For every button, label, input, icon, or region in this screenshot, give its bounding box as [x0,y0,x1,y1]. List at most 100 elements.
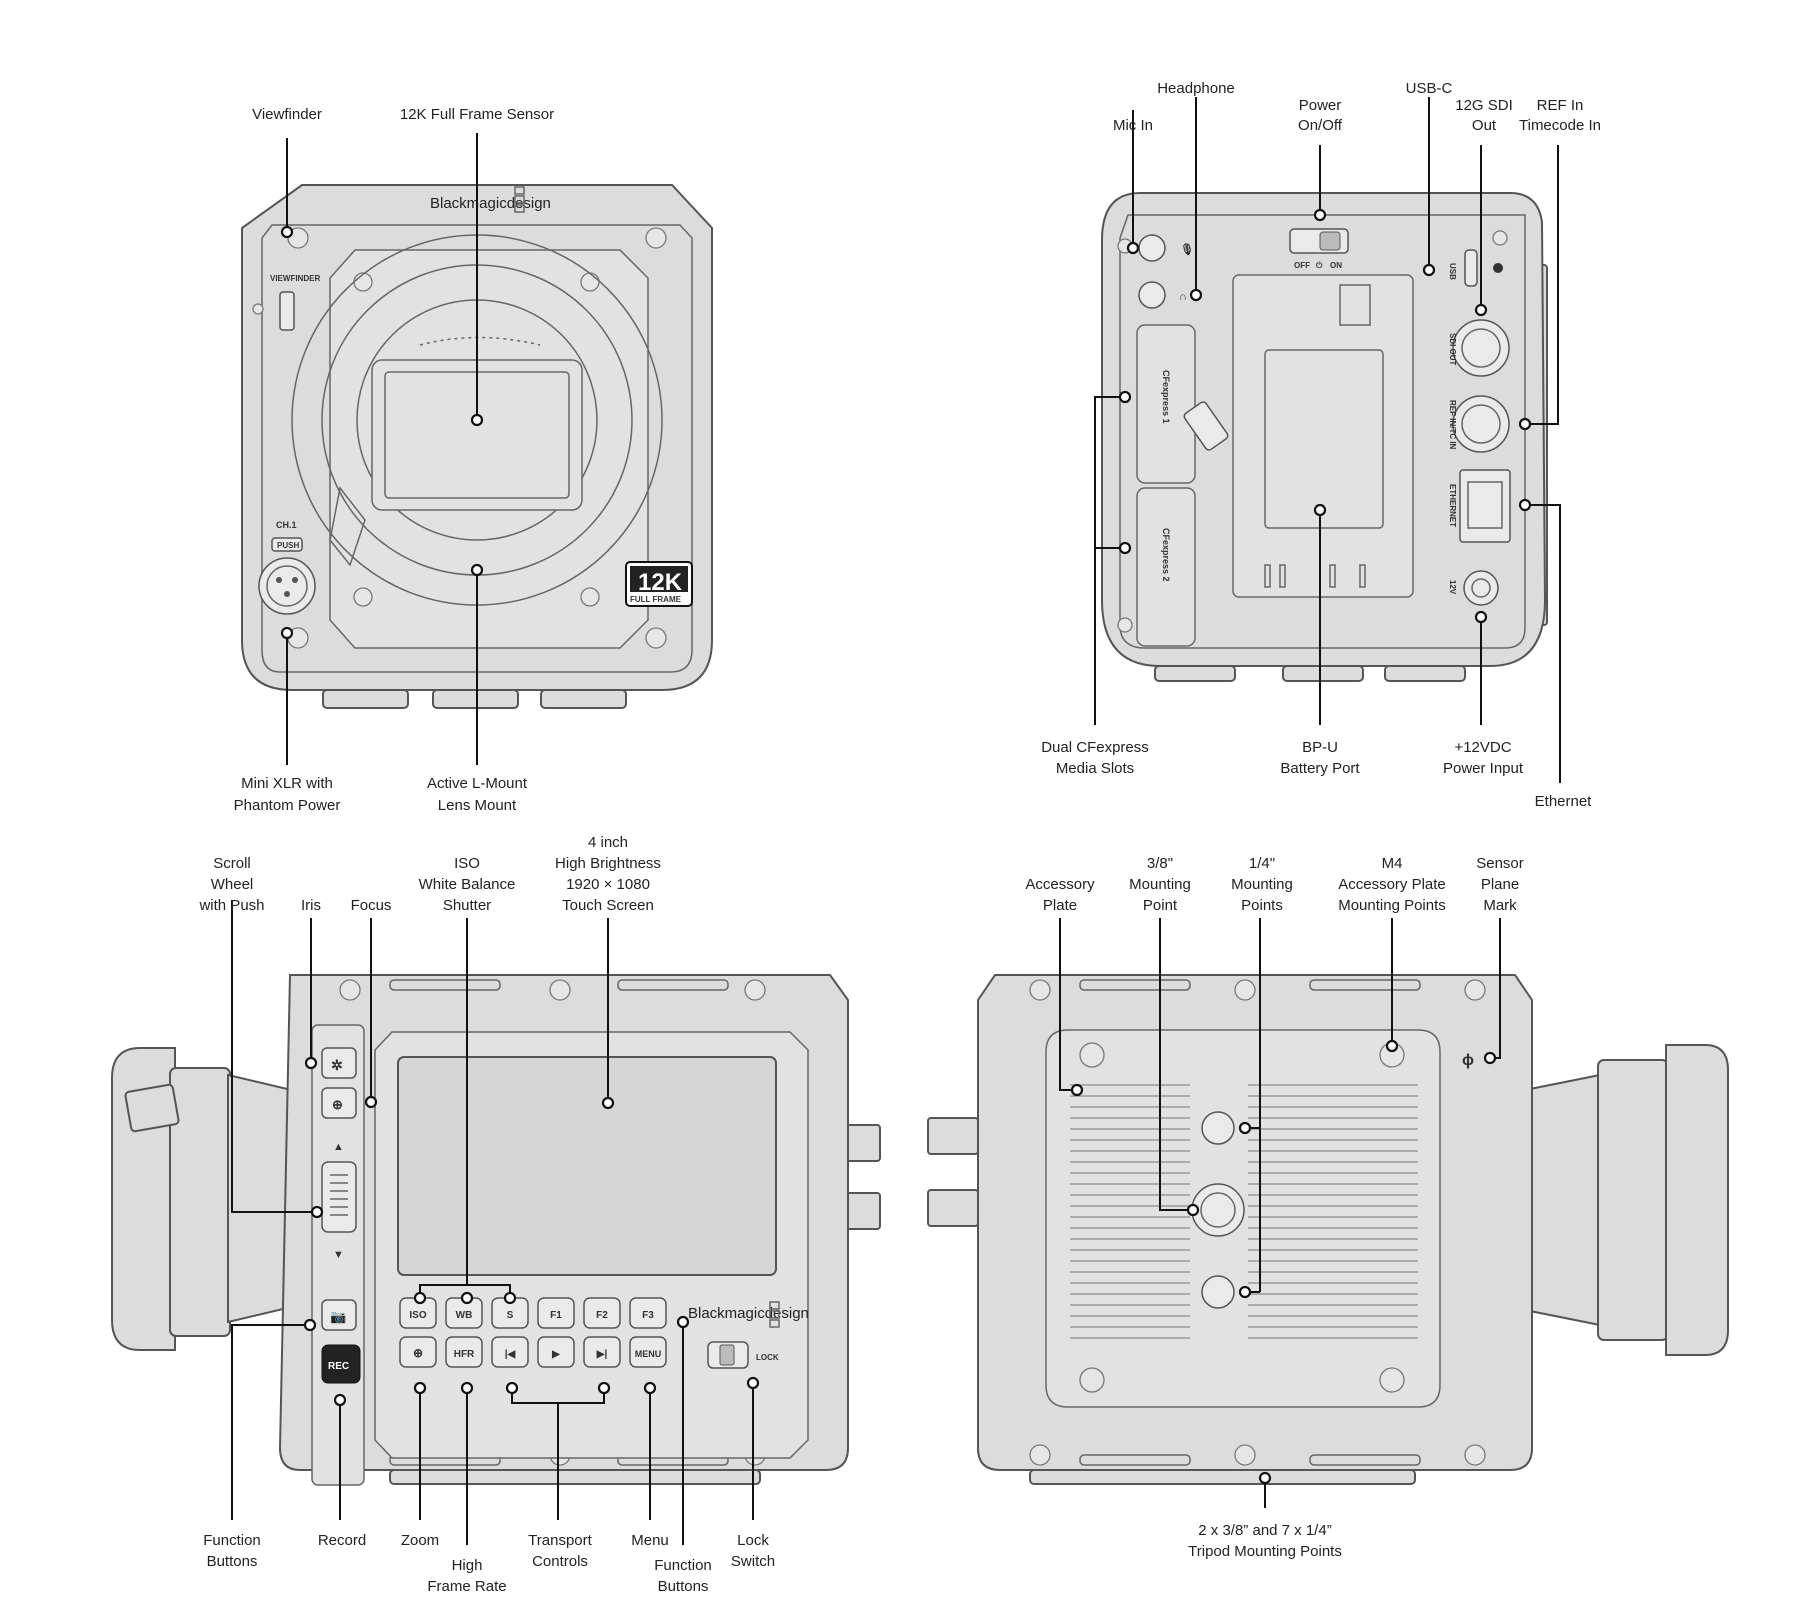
cfexpress-1-callout-dot [1118,390,1132,404]
f2-button[interactable] [583,1297,621,1329]
headphone-jack [1138,281,1166,309]
lens-mount-label-line1: Active L-Mount [427,775,528,792]
lock-label-line2: Switch [731,1553,775,1570]
record-label: Record [318,1532,366,1549]
skip-forward-button[interactable] [583,1336,621,1368]
mic-in-label: Mic In [1113,117,1153,134]
zoom-icon: ⊕ [413,1346,423,1360]
svg-text:F1: F1 [550,1310,562,1321]
ch1-label: CH.1 [276,520,297,530]
menu-button[interactable] [629,1336,667,1368]
switch-off-label: OFF [1294,261,1310,270]
usb-port-label: USB [1448,263,1457,280]
touch-screen[interactable] [397,1056,777,1276]
ref-in-callout-dot [1518,417,1532,431]
front-view: Blackmagicdesign VIEWFINDER CH.1 PUSH [234,106,713,814]
lock-label: LOCK [756,1353,779,1362]
hfr-button[interactable] [445,1336,483,1368]
ethernet-port-label: ETHERNET [1448,484,1457,527]
scroll-up-arrow-icon: ▲ [333,1141,344,1153]
m38-label-line1: 3/8" [1147,855,1173,872]
function-right-label-line2: Buttons [658,1578,709,1595]
screw-icon [1234,1444,1256,1466]
hfr-label-line2: Frame Rate [427,1578,506,1595]
sensor-plane-label-line3: Mark [1483,897,1517,914]
tripod-callout-dot [1258,1471,1272,1485]
menu-label: Menu [631,1532,669,1549]
screw-icon [744,979,766,1001]
m4-callout-dot [1385,1039,1399,1053]
m14-label-line2: Mounting [1231,876,1293,893]
menu-callout-dot [643,1381,657,1395]
screw-icon [1029,979,1051,1001]
scroll-callout-dot [310,1205,324,1219]
sdi-label-line2: Out [1472,117,1497,134]
iris-button[interactable] [321,1047,357,1079]
viewfinder-port-label: VIEWFINDER [270,274,320,283]
f1-button[interactable] [537,1297,575,1329]
svg-text:WB: WB [456,1310,473,1321]
hfr-label-line1: High [452,1557,483,1574]
focus-label: Focus [351,897,392,914]
function-left-label-line1: Function [203,1532,261,1549]
sensor-plane-label-line2: Plane [1481,876,1519,893]
ref-label-line2: Timecode In [1519,117,1601,134]
m14-label-line3: Points [1241,897,1283,914]
scroll-label-line1: Scroll [213,855,251,872]
m38-label-line3: Point [1143,897,1178,914]
record-button[interactable] [321,1344,361,1384]
iso-label-line3: Shutter [443,897,491,914]
f3-button[interactable] [629,1297,667,1329]
screw-icon [353,587,373,607]
left-side-logo-text: Blackmagicdesign [688,1305,809,1322]
sdi-label-line1: 12G SDI [1455,97,1513,114]
scroll-down-arrow-icon: ▼ [333,1249,344,1261]
scroll-wheel[interactable] [321,1161,357,1233]
skip-forward-callout-dot [597,1381,611,1395]
usb-c-callout-dot [1422,263,1436,277]
right-side-lens [1524,1073,1601,1327]
power-label-line1: Power [1299,97,1342,114]
skip-forward-icon: ▶| [596,1349,608,1360]
lens-mount-callout-dot [470,563,484,577]
focus-button[interactable] [321,1087,357,1119]
accessory-plate-callout-dot [1070,1083,1084,1097]
plate-label-line2: Plate [1043,897,1077,914]
play-button[interactable] [537,1336,575,1368]
tripod-label-line1: 2 x 3/8” and 7 x 1/4” [1198,1522,1331,1539]
m38-label-line2: Mounting [1129,876,1191,893]
usb-c-label: USB-C [1406,80,1453,97]
front-logo-text: Blackmagicdesign [430,195,551,212]
zoom-callout-dot [413,1381,427,1395]
transport-label-line1: Transport [528,1532,592,1549]
zoom-label: Zoom [401,1532,439,1549]
m14-label-line1: 1/4" [1249,855,1275,872]
screw-icon [1029,1444,1051,1466]
lock-callout-dot [746,1376,760,1390]
screen-label-line4: Touch Screen [562,897,654,914]
button-row-2: ⊕ HFR |◀ ▶ ▶| MENU [399,1336,667,1368]
tripod-label-line2: Tripod Mounting Points [1188,1543,1342,1560]
screw-icon [580,272,600,292]
screw-icon [1464,979,1486,1001]
function-left-callout-dot [303,1318,317,1332]
power-symbol-icon: ⏻ [1316,261,1323,270]
iris-label: Iris [301,897,321,914]
record-callout-dot [333,1393,347,1407]
zoom-button[interactable] [399,1336,437,1368]
12k-badge: 12K [638,569,683,596]
skip-back-button[interactable] [491,1336,529,1368]
iso-callout-dot [413,1291,427,1305]
hfr-callout-dot [460,1381,474,1395]
plate-label-line1: Accessory [1025,876,1095,893]
camera-function-button[interactable] [321,1299,357,1331]
mic-icon: 🎙 [1180,243,1194,256]
svg-text:S: S [507,1310,514,1321]
skip-back-icon: |◀ [505,1349,516,1360]
cfexpress-slot-2 [1136,487,1196,647]
svg-text:MENU: MENU [635,1349,662,1359]
mini-xlr-label-line2: Phantom Power [234,797,341,814]
screw-icon [580,587,600,607]
camera-icon: 📷 [330,1309,346,1324]
battery-callout-dot [1313,503,1327,517]
